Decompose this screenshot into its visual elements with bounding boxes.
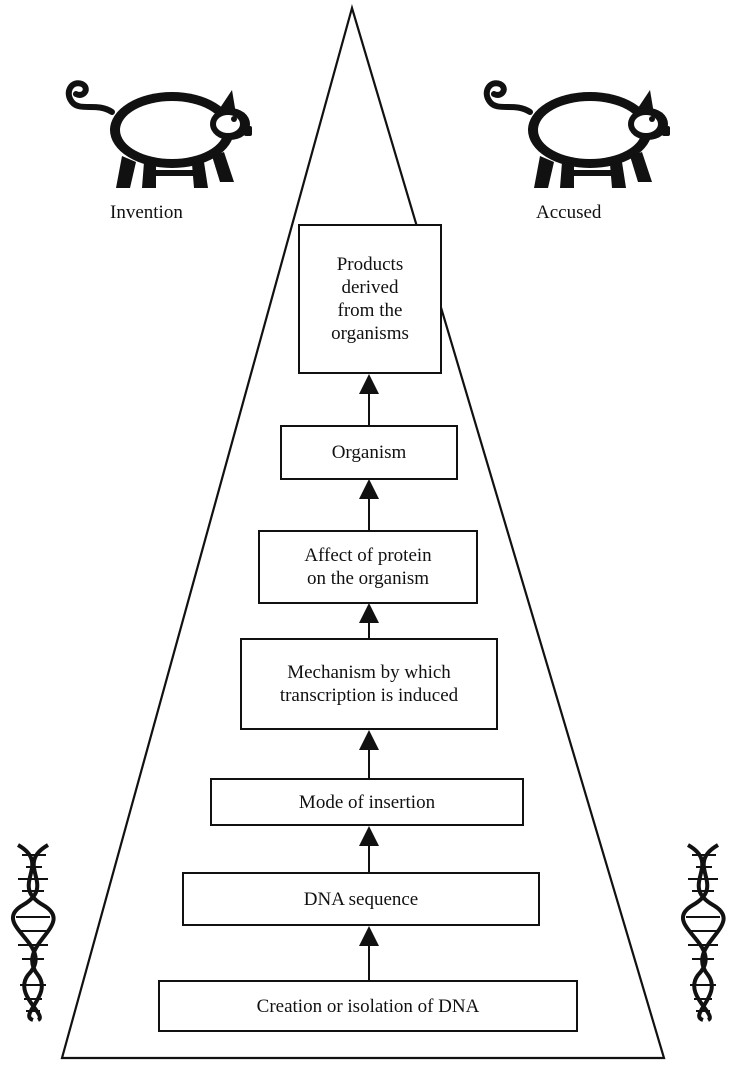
invention-label: Invention xyxy=(110,202,183,223)
step-organism-box: Organism xyxy=(280,425,458,480)
arrow-organism-to-products xyxy=(359,374,379,425)
pyramid-outline xyxy=(60,4,666,1060)
arrow-insertion-to-mechanism xyxy=(359,730,379,778)
step-insertion-box: Mode of insertion xyxy=(210,778,524,826)
step-dna-sequence-box: DNA sequence xyxy=(182,872,540,926)
arrow-mechanism-to-affect xyxy=(359,603,379,638)
right-pig-icon xyxy=(483,80,670,188)
step-creation-box: Creation or isolation of DNA xyxy=(158,980,578,1032)
right-dna-helix-icon xyxy=(681,843,726,1022)
left-pig-icon xyxy=(65,80,252,188)
arrow-creation-to-dna-sequence xyxy=(359,926,379,980)
step-mechanism-box: Mechanism by which transcription is indu… xyxy=(240,638,498,730)
arrow-affect-to-organism xyxy=(359,479,379,530)
step-products-box: Products derived from the organisms xyxy=(298,224,442,374)
accused-label: Accused xyxy=(536,202,602,223)
step-affect-box: Affect of protein on the organism xyxy=(258,530,478,604)
arrow-dna-sequence-to-insertion xyxy=(359,826,379,872)
left-dna-helix-icon xyxy=(11,843,56,1022)
